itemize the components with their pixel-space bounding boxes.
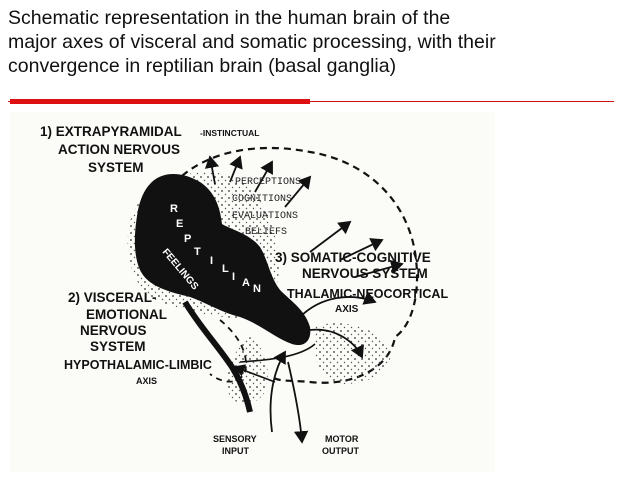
cognitions-label: COGNITIONS xyxy=(232,194,292,205)
reptilian-letter: R xyxy=(170,203,178,215)
reptilian-letter: N xyxy=(253,283,261,295)
hypothalamic-limbic-label: HYPOTHALAMIC-LIMBIC xyxy=(64,358,212,372)
thalamic-neocortical-label: THALAMIC-NEOCORTICAL xyxy=(287,287,448,301)
somatic-nervous-system-label: NERVOUS SYSTEM xyxy=(302,266,428,281)
action-nervous-label: ACTION NERVOUS xyxy=(58,142,180,157)
slide-title: Schematic representation in the human br… xyxy=(8,7,496,77)
reptilian-letter: P xyxy=(184,233,191,245)
somatic-cognitive-label: 3) SOMATIC-COGNITIVE xyxy=(275,250,431,265)
thalamic-axis-label: AXIS xyxy=(335,304,359,315)
reptilian-letter: L xyxy=(222,263,229,275)
system-label: SYSTEM xyxy=(88,160,144,175)
hypothalamic-axis-label: AXIS xyxy=(136,376,157,386)
visceral-arrow xyxy=(233,364,276,383)
sensory-label: SENSORY xyxy=(213,434,257,444)
arrow-up xyxy=(339,238,384,261)
nervous-label: NERVOUS xyxy=(80,323,147,338)
visceral-label: 2) VISCERAL- xyxy=(68,290,157,305)
system-2-label: SYSTEM xyxy=(90,339,146,354)
arrow-up xyxy=(254,160,273,193)
sensory-input-label: INPUT xyxy=(222,446,250,456)
reptilian-letter: E xyxy=(176,218,183,230)
motor-arrow xyxy=(287,361,309,444)
stippled-cerebellum-region xyxy=(313,323,391,384)
sensory-arrow xyxy=(269,350,286,433)
beliefs-label: BELIEFS xyxy=(245,227,287,238)
perceptions-label: PERCEPTIONS xyxy=(235,177,301,188)
motor-output-label: OUTPUT xyxy=(322,446,360,456)
arrow-up xyxy=(309,220,352,253)
reptilian-letter: T xyxy=(194,246,201,258)
evaluations-label: EVALUATIONS xyxy=(232,211,298,222)
arrow-up xyxy=(204,155,220,185)
arrow-up xyxy=(354,259,404,278)
brain-diagram: R E P T I L I A N FEELINGS 1) EXTRAPYRAM… xyxy=(40,124,448,456)
reptilian-letter: I xyxy=(232,271,235,283)
arrow-up xyxy=(229,155,243,183)
hypothalamic-line xyxy=(239,343,316,363)
motor-label: MOTOR xyxy=(325,434,359,444)
reptilian-letter: A xyxy=(242,277,250,289)
arrow-thalamic xyxy=(309,328,364,359)
extrapyramidal-label: 1) EXTRAPYRAMIDAL xyxy=(40,124,182,139)
title-underline xyxy=(8,101,614,102)
reptilian-letter: I xyxy=(210,255,213,267)
brain-diagram-figure: R E P T I L I A N FEELINGS 1) EXTRAPYRAM… xyxy=(10,112,495,472)
reptilian-brain-mass xyxy=(134,173,311,346)
instinctual-label: -INSTINCTUAL xyxy=(200,128,260,138)
reptilian-tail xyxy=(182,300,253,413)
emotional-label: EMOTIONAL xyxy=(86,307,167,322)
arrow-thalamic xyxy=(299,291,377,318)
title-accent-bar xyxy=(10,99,310,104)
stippled-brainstem-region xyxy=(226,337,268,404)
arrow-up xyxy=(284,175,312,208)
brain-outline xyxy=(159,146,419,384)
